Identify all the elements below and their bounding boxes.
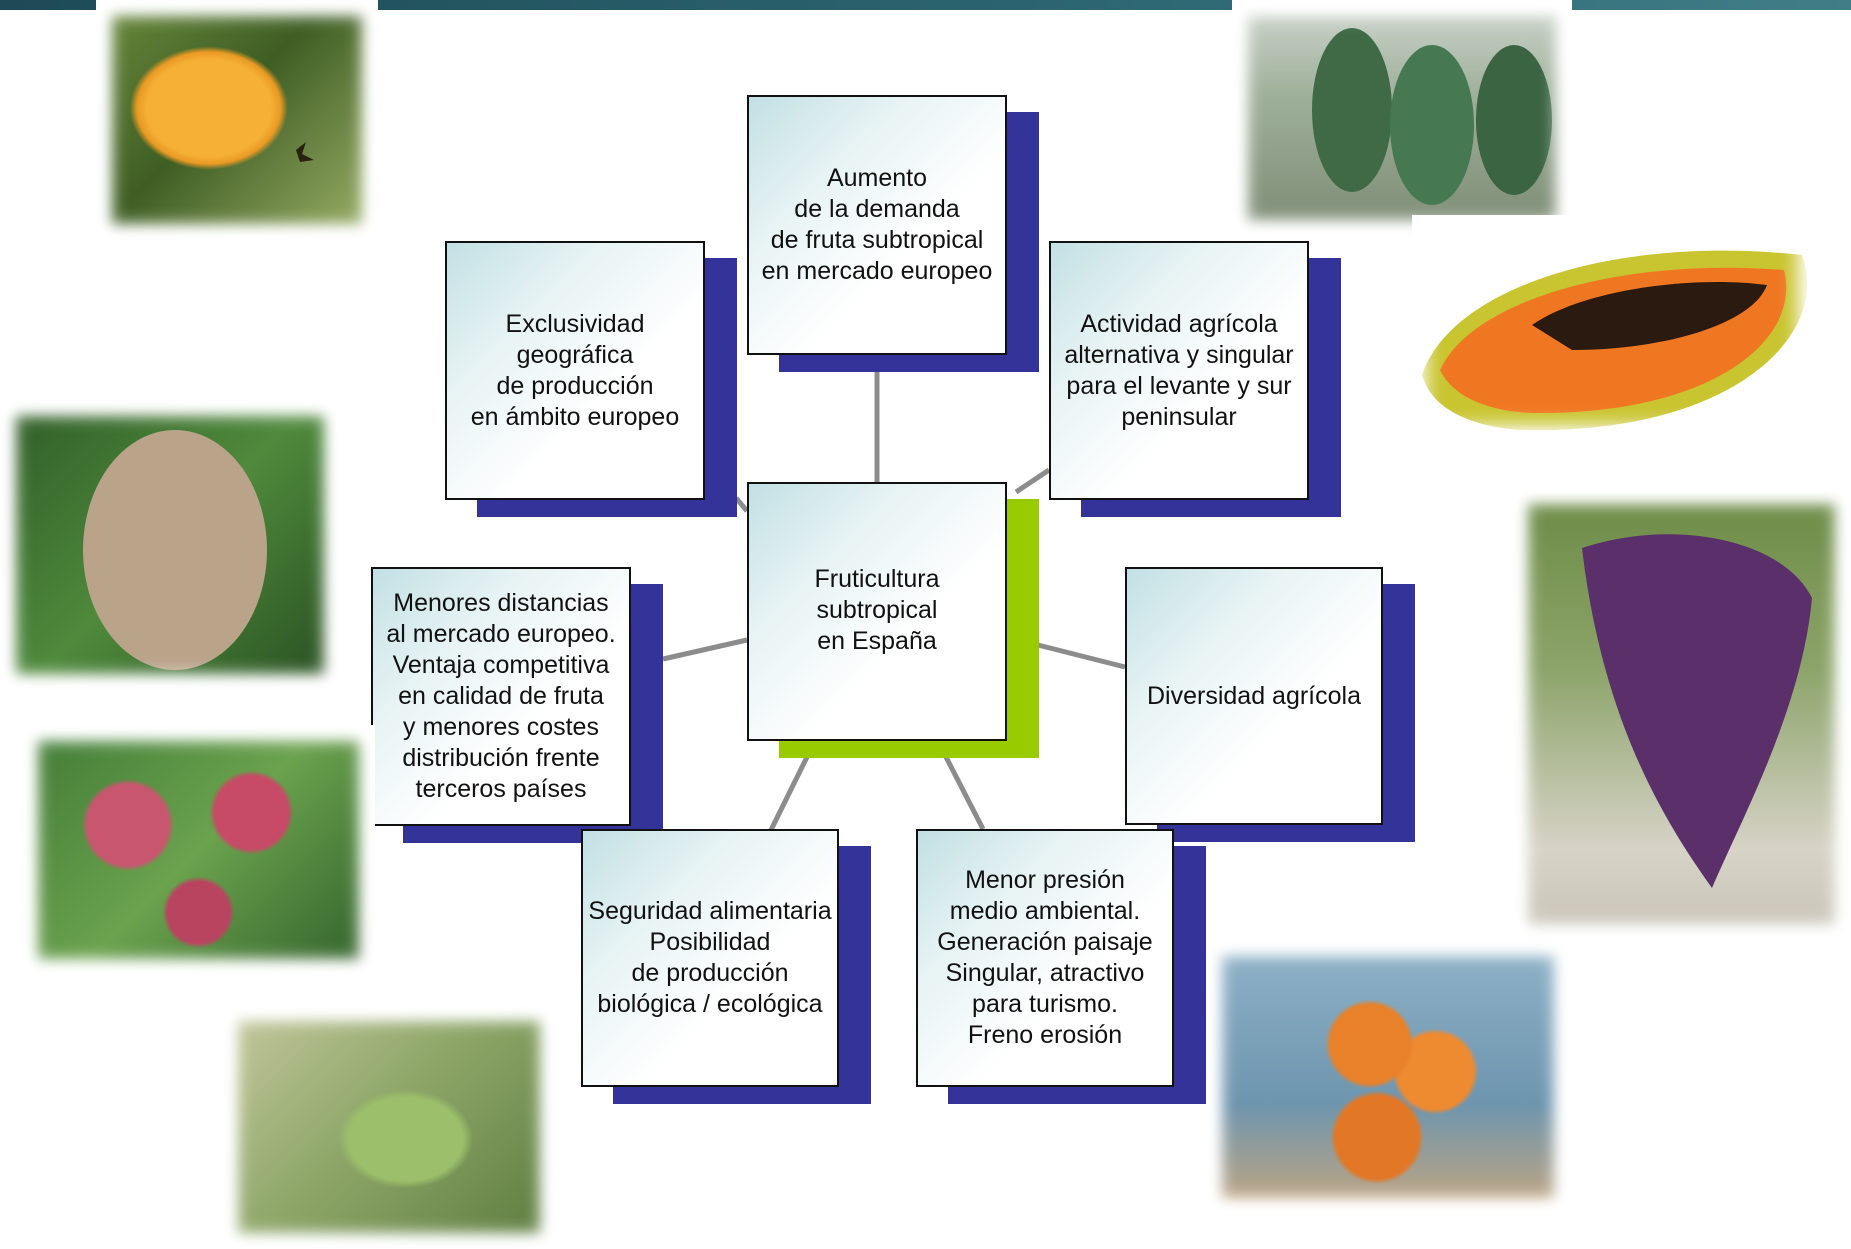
node-upper-right: Actividad agrícola alternativa y singula… [1049,241,1341,517]
papaya-icon [1422,250,1808,431]
node-box: Exclusividad geográfica de producción en… [445,241,705,500]
node-box: Actividad agrícola alternativa y singula… [1049,241,1309,500]
node-box: Menor presión medio ambiental. Generació… [916,829,1174,1087]
node-upper-left: Exclusividad geográfica de producción en… [445,241,737,517]
connector-upper-right [1014,467,1051,495]
node-label: Menores distancias al mercado europeo. V… [386,589,616,803]
node-label: Aumento de la demanda de fruta subtropic… [761,164,993,285]
node-box: Diversidad agrícola [1125,567,1383,825]
avocado-icon [1312,28,1552,205]
node-label: Exclusividad geográfica de producción en… [470,309,680,431]
node-left: Menores distancias al mercado europeo. V… [371,567,663,843]
persimmon-photo [1206,940,1570,1214]
connector-bottom-right [943,755,986,831]
connector-upper-left [734,496,749,513]
node-label-center: Fruticultura subtropical en España [814,565,940,655]
mango-photo [0,400,340,690]
node-box: Seguridad alimentaria Posibilidad de pro… [581,829,839,1087]
cherimoya-photo [222,1005,556,1249]
mango-icon [83,430,267,670]
loquat-icon [296,142,314,162]
grapes-icon [1582,534,1812,888]
node-right: Diversidad agrícola [1125,567,1415,842]
avocado-photo [1232,0,1572,236]
node-label: Actividad agrícola alternativa y singula… [1064,309,1294,431]
connector-right [1037,642,1126,670]
node-bottom-left: Seguridad alimentaria Posibilidad de pro… [581,829,871,1104]
node-top: Aumento de la demanda de fruta subtropic… [747,95,1039,372]
node-center: Fruticultura subtropical en España [747,482,1039,758]
lychee-photo [22,725,375,975]
loquat-photo [96,0,378,240]
node-box: Aumento de la demanda de fruta subtropic… [747,95,1007,355]
grapes-photo [1512,488,1851,940]
node-label: Seguridad alimentaria Posibilidad de pro… [588,897,832,1018]
node-label: Menor presión medio ambiental. Generació… [937,866,1153,1049]
connector-left [662,637,748,662]
connector-bottom-left [768,755,810,832]
header-bar [0,0,1851,10]
node-bottom-right: Menor presión medio ambiental. Generació… [916,829,1206,1104]
node-box: Fruticultura subtropical en España [747,482,1007,741]
papaya-photo [1412,215,1812,440]
node-label: Diversidad agrícola [1147,681,1361,710]
node-box: Menores distancias al mercado europeo. V… [371,567,631,826]
